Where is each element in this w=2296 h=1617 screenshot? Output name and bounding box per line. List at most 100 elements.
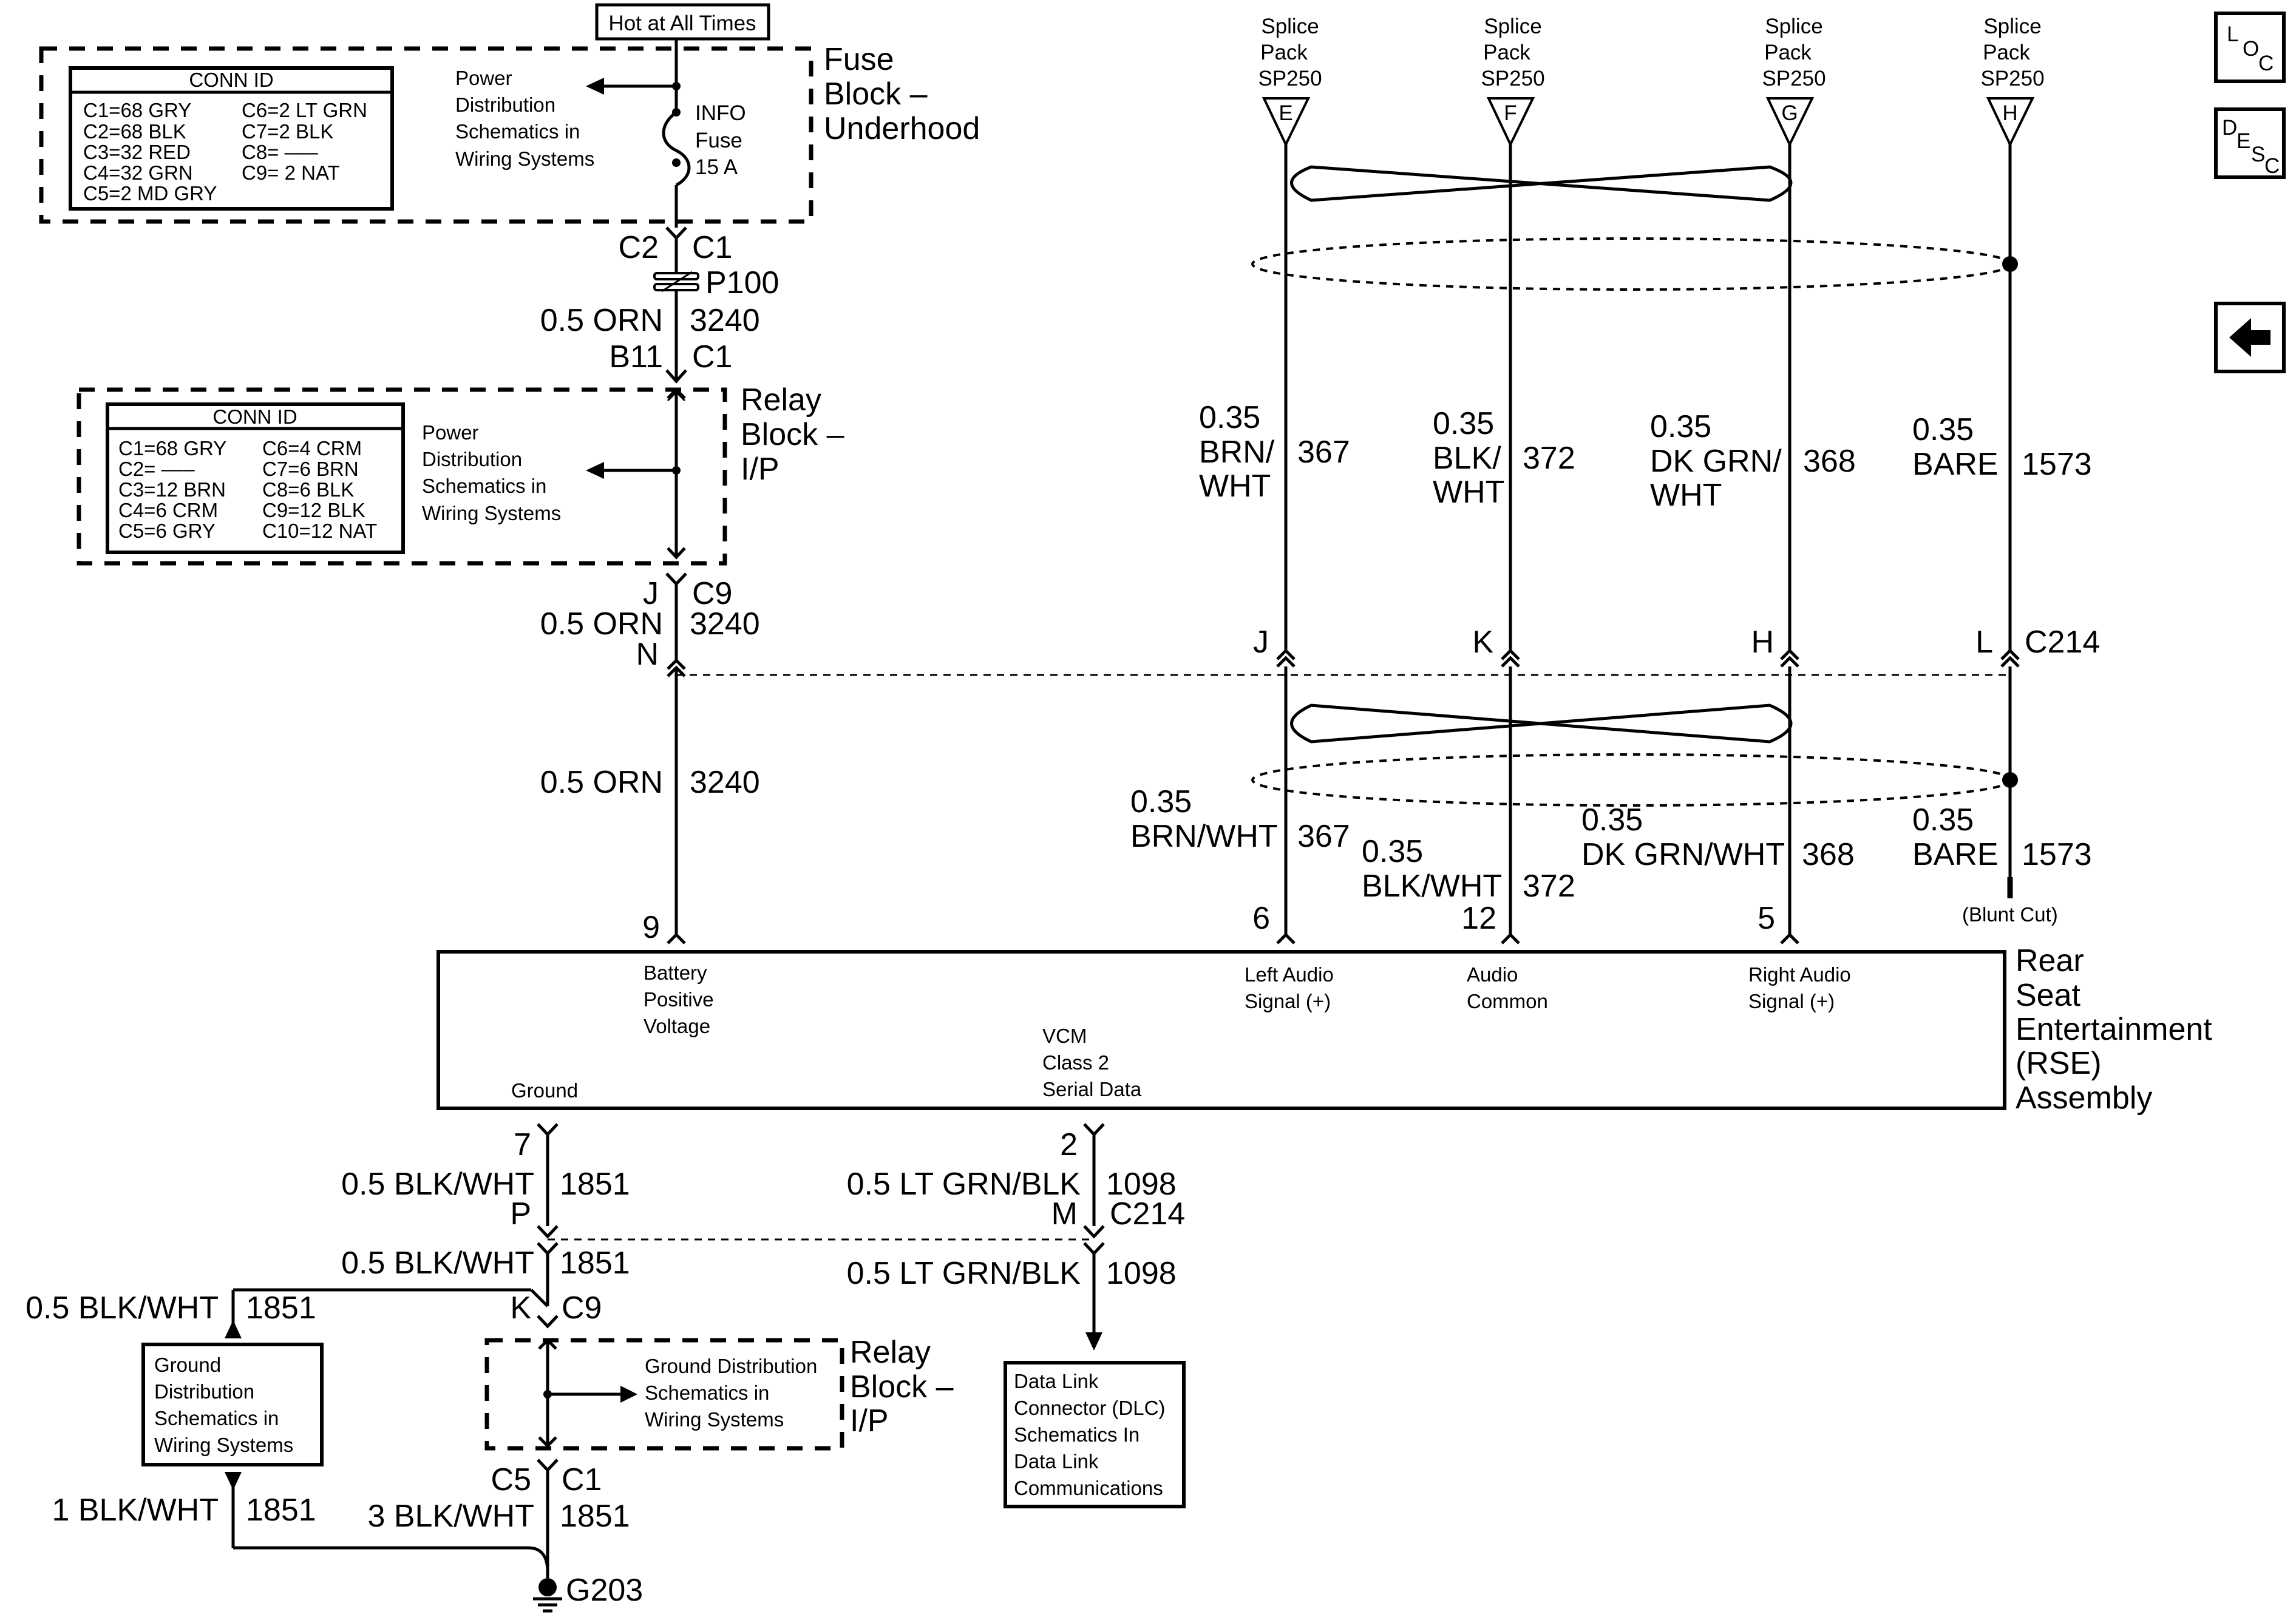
svg-text:Pack: Pack bbox=[1260, 41, 1308, 64]
conn-c1b: C1 bbox=[692, 339, 732, 375]
svg-text:C5=2 MD GRY: C5=2 MD GRY bbox=[83, 182, 217, 205]
svg-text:367: 367 bbox=[1297, 435, 1350, 470]
svg-text:C6=4 CRM: C6=4 CRM bbox=[262, 437, 362, 459]
branch-gauge-2: 1 BLK/WHT bbox=[52, 1493, 219, 1528]
svg-text:Schematics in: Schematics in bbox=[645, 1381, 769, 1404]
svg-text:Data Link: Data Link bbox=[1014, 1450, 1099, 1473]
svg-text:Wiring Systems: Wiring Systems bbox=[422, 502, 561, 524]
svg-text:Seat: Seat bbox=[2016, 978, 2081, 1013]
svg-text:SP250: SP250 bbox=[1980, 67, 2044, 90]
ground-gauge-3: 3 BLK/WHT bbox=[368, 1499, 535, 1534]
svg-text:C3=32 RED: C3=32 RED bbox=[83, 141, 191, 163]
svg-text:H: H bbox=[1751, 625, 1774, 660]
arrow-up-icon bbox=[225, 1320, 242, 1338]
svg-text:SP250: SP250 bbox=[1258, 67, 1322, 90]
svg-text:C4=32 GRN: C4=32 GRN bbox=[83, 161, 193, 184]
conn-c214-lower: C214 bbox=[1110, 1196, 1185, 1232]
ground-circuit-2: 1851 bbox=[560, 1246, 630, 1281]
ground-circuit-3: 1851 bbox=[560, 1499, 630, 1534]
rse-assembly-box bbox=[436, 950, 2006, 1110]
svg-text:C2=68 BLK: C2=68 BLK bbox=[83, 120, 186, 143]
svg-text:Power: Power bbox=[455, 67, 512, 89]
rse-title: Rear Seat Entertainment (RSE) Assembly bbox=[2016, 943, 2212, 1116]
dlc-box bbox=[1004, 1361, 1186, 1508]
ground-ref-label: Ground Distribution Schematics in Wiring… bbox=[154, 1354, 293, 1456]
svg-text:BLK/: BLK/ bbox=[1433, 441, 1501, 476]
svg-text:C8=6 BLK: C8=6 BLK bbox=[262, 478, 354, 501]
svg-text:C2= –––: C2= ––– bbox=[118, 458, 195, 480]
relay-block-outline bbox=[76, 387, 727, 566]
data-circuit-2: 1098 bbox=[1106, 1256, 1177, 1291]
svg-text:368: 368 bbox=[1803, 444, 1856, 479]
svg-text:5: 5 bbox=[1758, 901, 1775, 936]
svg-text:368: 368 bbox=[1802, 837, 1855, 872]
rse-audio-common-label: Audio Common bbox=[1467, 963, 1548, 1012]
data-pin-2: 2 bbox=[1060, 1127, 1078, 1162]
svg-text:C4=6 CRM: C4=6 CRM bbox=[118, 499, 218, 521]
relay-conn-id-box bbox=[106, 402, 405, 554]
svg-text:F: F bbox=[1504, 101, 1517, 125]
svg-text:Pack: Pack bbox=[1764, 41, 1812, 64]
splice-pack-g: Splice Pack SP250 G bbox=[1762, 15, 1826, 147]
svg-text:0.35: 0.35 bbox=[1912, 412, 1974, 447]
svg-text:15 A: 15 A bbox=[695, 155, 738, 179]
svg-text:0.35: 0.35 bbox=[1650, 409, 1711, 444]
svg-text:C10=12 NAT: C10=12 NAT bbox=[262, 520, 377, 542]
ground-symbol-icon bbox=[533, 1578, 562, 1613]
svg-text:G: G bbox=[1781, 101, 1798, 125]
rse-vcm-label: VCM Class 2 Serial Data bbox=[1042, 1025, 1142, 1100]
svg-text:Right Audio: Right Audio bbox=[1748, 963, 1851, 986]
svg-text:Distribution: Distribution bbox=[154, 1380, 254, 1403]
loc-button[interactable]: L O C bbox=[2214, 12, 2286, 83]
svg-text:Wiring Systems: Wiring Systems bbox=[455, 147, 594, 170]
svg-text:C214: C214 bbox=[2025, 625, 2100, 660]
svg-text:0.35: 0.35 bbox=[1581, 802, 1643, 838]
conn-c2: C2 bbox=[619, 230, 659, 265]
pin-9: 9 bbox=[642, 910, 660, 945]
branch-circuit-2: 1851 bbox=[246, 1493, 316, 1528]
svg-text:0.35: 0.35 bbox=[1433, 406, 1494, 441]
svg-text:Audio: Audio bbox=[1467, 963, 1518, 986]
power-circuit-2: 3240 bbox=[690, 606, 760, 642]
svg-text:(RSE): (RSE) bbox=[2016, 1046, 2102, 1081]
svg-text:Splice: Splice bbox=[1983, 15, 2041, 38]
svg-text:0.35: 0.35 bbox=[1130, 784, 1192, 819]
fuse-block-title-1: Fuse bbox=[824, 42, 894, 77]
svg-text:E: E bbox=[2237, 129, 2250, 153]
svg-text:0.35: 0.35 bbox=[1199, 400, 1260, 435]
svg-text:C1=68 GRY: C1=68 GRY bbox=[118, 437, 226, 459]
power-circuit-3: 3240 bbox=[690, 765, 760, 800]
svg-text:Splice: Splice bbox=[1484, 15, 1541, 38]
arrow-left-icon bbox=[620, 1386, 637, 1403]
relay-block-title-2: Block – bbox=[741, 417, 844, 452]
relay-block-lower-ref: Ground Distribution Schematics in Wiring… bbox=[645, 1355, 817, 1431]
svg-text:Schematics in: Schematics in bbox=[455, 120, 580, 143]
rse-battery-label: Battery Positive Voltage bbox=[644, 961, 714, 1037]
relay-conn-id-title: CONN ID bbox=[212, 405, 297, 428]
ground-gauge-1: 0.5 BLK/WHT bbox=[341, 1167, 534, 1202]
hot-label-box bbox=[595, 3, 770, 41]
svg-text:C5=6 GRY: C5=6 GRY bbox=[118, 520, 216, 542]
conn-c9-lower: C9 bbox=[562, 1290, 602, 1326]
power-gauge-3: 0.5 ORN bbox=[540, 765, 663, 800]
data-circuit-1: 1098 bbox=[1106, 1167, 1177, 1202]
relay-block-title-1: Relay bbox=[741, 382, 821, 418]
svg-text:C: C bbox=[2264, 154, 2280, 178]
desc-button[interactable]: D E S C bbox=[2214, 107, 2286, 179]
back-arrow-button[interactable] bbox=[2214, 302, 2286, 373]
svg-text:Splice: Splice bbox=[1261, 15, 1319, 38]
arrow-left-icon bbox=[586, 462, 604, 479]
svg-text:6: 6 bbox=[1252, 901, 1270, 936]
lower-wire-368: 0.35 DK GRN/WHT 368 bbox=[1581, 802, 1855, 872]
fuse-conn-id-box bbox=[69, 66, 394, 211]
svg-text:BRN/WHT: BRN/WHT bbox=[1130, 819, 1278, 854]
svg-text:S: S bbox=[2251, 143, 2265, 166]
svg-text:C: C bbox=[2258, 52, 2274, 75]
svg-text:Ground: Ground bbox=[154, 1354, 221, 1376]
upper-wire-372: 0.35 BLK/ WHT 372 bbox=[1433, 406, 1575, 510]
svg-text:C9=12 BLK: C9=12 BLK bbox=[262, 499, 365, 521]
conn-b11: B11 bbox=[609, 339, 663, 375]
svg-text:1573: 1573 bbox=[2022, 837, 2092, 872]
arrow-left-icon bbox=[586, 78, 604, 95]
